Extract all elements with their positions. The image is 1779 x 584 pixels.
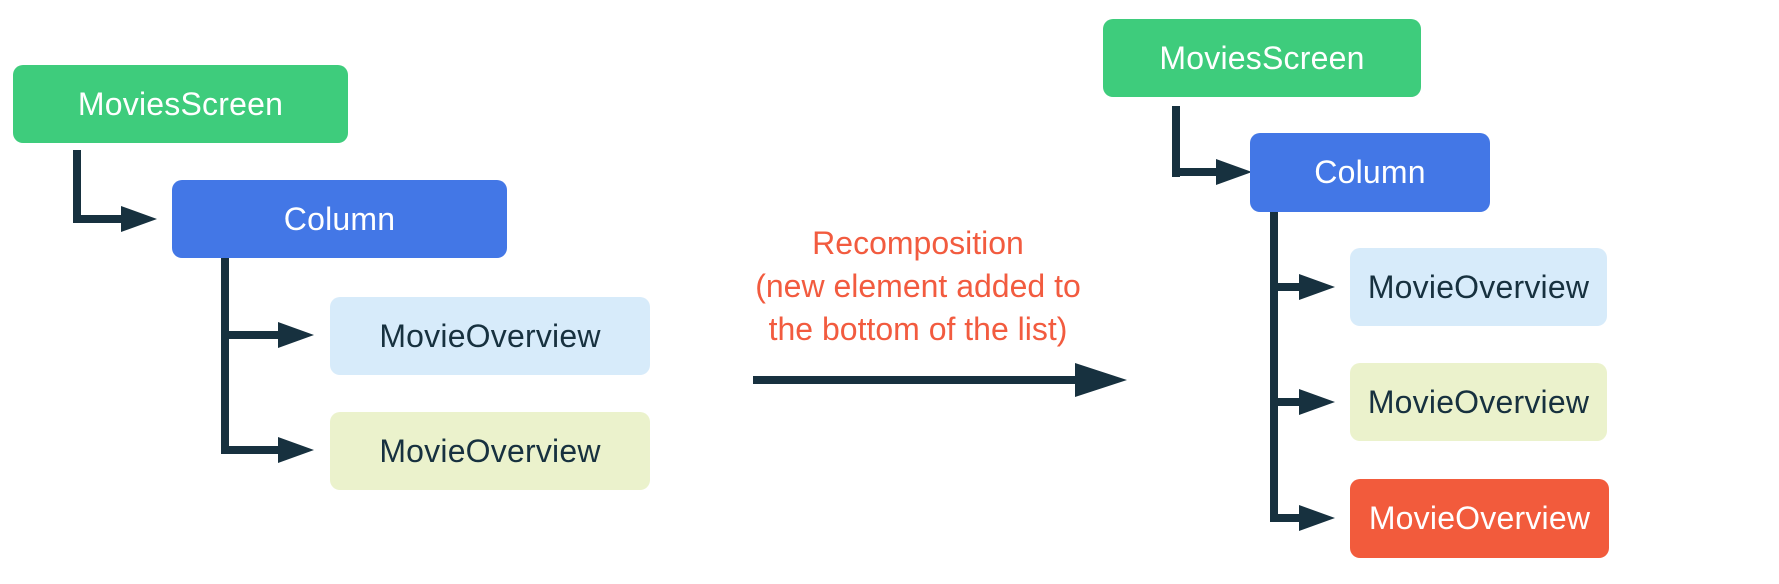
arrowhead-icon xyxy=(1299,389,1335,415)
after-column-trunk xyxy=(1270,212,1278,522)
arrowhead-icon xyxy=(278,437,314,463)
before-child-label-1: MovieOverview xyxy=(379,317,601,354)
before-branch-1 xyxy=(221,331,280,339)
after-branch-2 xyxy=(1270,398,1303,406)
after-column-label: Column xyxy=(1314,154,1426,190)
after-child-label-2: MovieOverview xyxy=(1367,383,1590,420)
recomposition-arrow-shaft xyxy=(753,376,1079,384)
before-branch-2 xyxy=(221,446,280,454)
arrowhead-icon xyxy=(1216,159,1252,185)
before-child-label-2: MovieOverview xyxy=(379,432,601,469)
annotation-line-1: Recomposition xyxy=(812,225,1024,261)
before-root-node: MoviesScreen xyxy=(13,65,348,143)
before-root-connector-vertical xyxy=(73,150,81,223)
before-column-node: Column xyxy=(172,180,507,258)
after-root-connector-horizontal xyxy=(1172,168,1224,176)
after-child-label-1: MovieOverview xyxy=(1367,268,1590,305)
arrowhead-icon xyxy=(121,206,157,232)
annotation-line-3: the bottom of the list) xyxy=(768,311,1068,347)
after-root-node: MoviesScreen xyxy=(1103,19,1421,97)
after-root-connector-vertical xyxy=(1172,106,1180,177)
after-child-node-1: MovieOverview xyxy=(1350,248,1607,326)
after-column-node: Column xyxy=(1250,133,1490,212)
after-branch-1 xyxy=(1270,283,1303,291)
before-column-trunk xyxy=(221,258,229,454)
arrowhead-icon xyxy=(1299,274,1335,300)
before-root-connector-horizontal xyxy=(73,215,127,223)
recomposition-arrowhead-icon xyxy=(1075,363,1127,397)
after-child-node-3-new: MovieOverview xyxy=(1350,479,1609,558)
recomposition-annotation: Recomposition (new element added to the … xyxy=(713,222,1123,351)
annotation-line-2: (new element added to xyxy=(755,268,1081,304)
before-root-label: MoviesScreen xyxy=(77,85,284,122)
arrowhead-icon xyxy=(278,322,314,348)
after-root-label: MoviesScreen xyxy=(1159,39,1365,76)
arrowhead-icon xyxy=(1299,505,1335,531)
before-child-node-1: MovieOverview xyxy=(330,297,650,375)
before-column-label: Column xyxy=(283,200,396,237)
before-child-node-2: MovieOverview xyxy=(330,412,650,490)
after-branch-3 xyxy=(1270,514,1303,522)
after-child-node-2: MovieOverview xyxy=(1350,363,1607,441)
after-child-label-3: MovieOverview xyxy=(1368,500,1591,536)
